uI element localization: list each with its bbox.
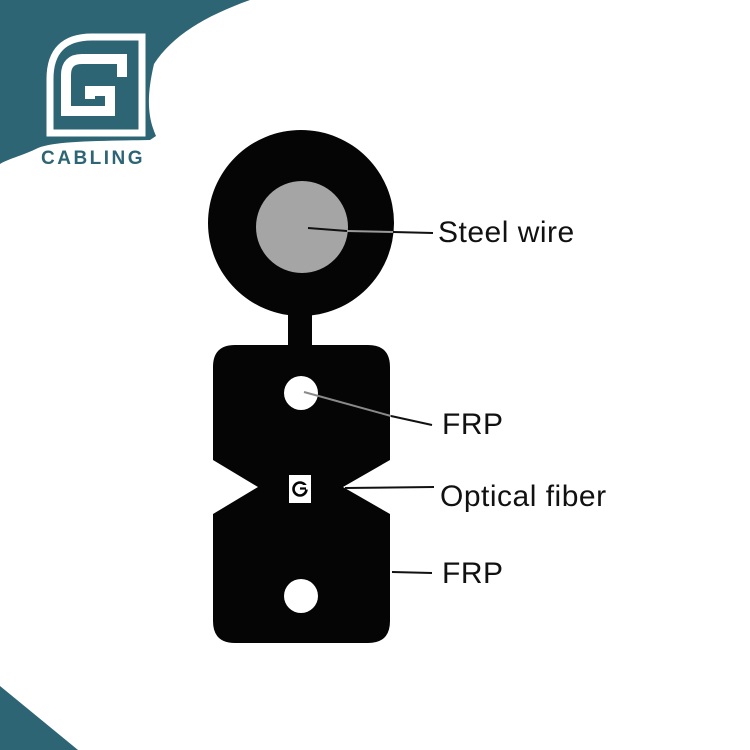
frp-top-pointer-line (390, 415, 433, 426)
optical-fiber-label: Optical fiber (440, 480, 607, 513)
g-logo-icon (61, 54, 127, 116)
steel-wire-pointer-line (307, 227, 348, 232)
corner-triangle-shape (0, 686, 78, 750)
frp-top-label: FRP (442, 408, 504, 441)
logo-frame (46, 33, 146, 137)
steel-wire-pointer-line-on-black (346, 230, 394, 233)
frp-bottom-label: FRP (442, 557, 504, 590)
frp-bottom-pointer-line (391, 571, 433, 574)
optical-fiber-pointer-line (344, 486, 435, 489)
brand-name: CABLING (41, 148, 146, 169)
steel-wire-circle (256, 181, 348, 273)
frp-hole-bottom (284, 579, 318, 613)
neck-web (288, 300, 312, 348)
pointer-lines (303, 227, 435, 574)
steel-wire-label: Steel wire (438, 216, 575, 249)
frp-top-pointer-line-on-black (303, 391, 392, 417)
frp-hole-top (284, 376, 318, 410)
steel-wire-pointer-line-outer (392, 231, 434, 234)
optical-fiber-icon (292, 481, 309, 497)
brand-logo (46, 33, 146, 137)
cable-diagram (208, 130, 435, 643)
corner-swoosh-shape (0, 0, 250, 164)
